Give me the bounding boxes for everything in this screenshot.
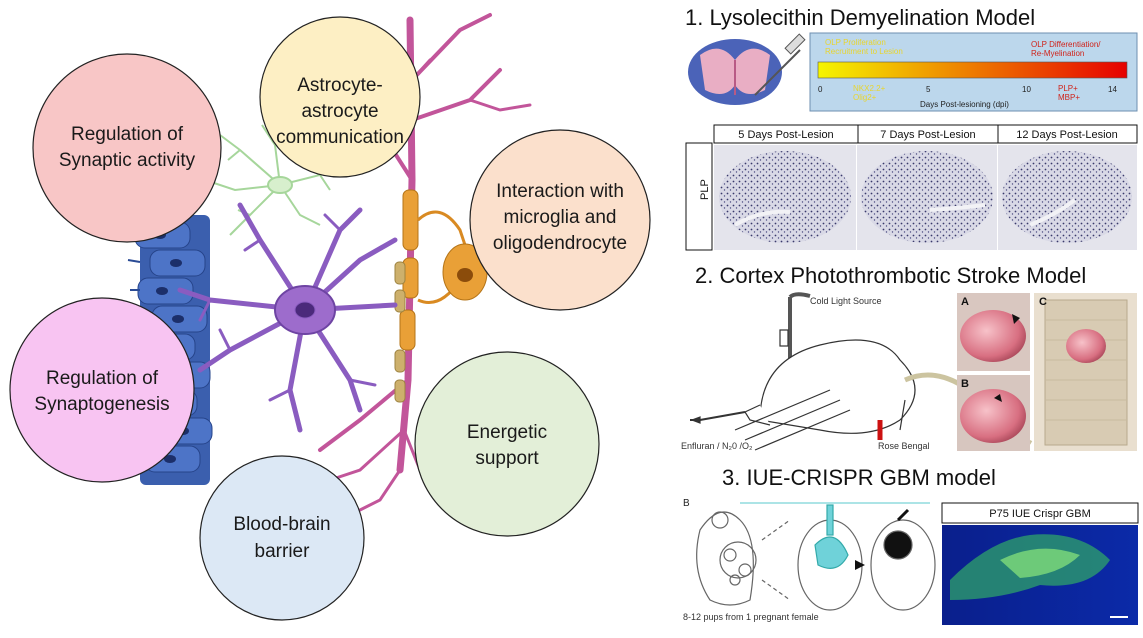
timeline-tick: 10 [1022,85,1031,94]
label-rose-bengal: Rose Bengal [878,441,930,451]
circle-synaptogenesis: Regulation of Synaptogenesis [9,297,195,483]
purple-astrocyte [177,202,398,433]
timeline-marker: NKX2.2+ [853,84,886,93]
row-label: PLP [699,179,711,200]
plp-image-grid: PLP 5 Days Post-Lesion 7 Days Post-Lesio… [685,124,1138,251]
circle-label: Astrocyte- [297,75,383,96]
circle-label: oligodendrocyte [493,233,627,254]
circle-label: Blood-brain [233,514,330,535]
timeline-left-top: Recruitment to Lesion [825,47,903,56]
timeline-marker: MBP+ [1058,93,1080,102]
spinal-cord-thumbnail [688,33,806,105]
gbm-image: P75 IUE Crispr GBM [941,502,1139,625]
section-title: 2. Cortex Photothrombotic Stroke Model [695,263,1086,288]
circle-label: barrier [255,541,311,562]
circle-microglia: Interaction with microglia and oligodend… [469,129,651,311]
section-title: 1. Lysolecithin Demyelination Model [685,5,1035,30]
timeline-gradient [817,61,1128,79]
timeline-box: OLP Proliferation Recruitment to Lesion … [809,32,1138,112]
circle-label: Energetic [467,422,547,443]
column-header: 7 Days Post-Lesion [880,129,975,141]
plp-section-image [719,151,851,243]
circle-astrocyte-communication: Astrocyte- astrocyte communication [259,16,421,178]
panel-letter: B [961,378,969,390]
circle-label: Regulation of [71,124,184,145]
panel-letter: B [683,498,690,509]
plp-section-image [861,151,993,243]
circle-label: Interaction with [496,181,624,202]
astrocyte-illustration: Regulation of Synaptic activity Astrocyt… [9,13,651,621]
circle-label: Synaptogenesis [34,394,169,415]
column-header: 5 Days Post-Lesion [738,129,833,141]
gbm-image-title: P75 IUE Crispr GBM [989,508,1090,520]
section-lysolecithin: 1. Lysolecithin Demyelination Model OLP … [685,5,1138,251]
circle-label: communication [276,127,404,148]
stroke-photos: A B C [957,293,1137,451]
section-photothrombotic: 2. Cortex Photothrombotic Stroke Model C… [681,263,1137,451]
iue-illustration: B [683,498,936,611]
circle-synaptic-activity: Regulation of Synaptic activity [32,53,222,243]
plp-section-image [1002,151,1132,243]
timeline-right-top: Re-Myelination [1031,49,1084,58]
section-iue-crispr: 3. IUE-CRISPR GBM model B 8-12 pups from… [683,465,1139,625]
circle-energetic-support: Energetic support [414,351,600,537]
circle-label: Synaptic activity [59,150,196,171]
timeline-tick: 5 [926,85,931,94]
label-gas: Enfluran / N₂0 /O₂ [681,441,753,451]
label-cold-light: Cold Light Source [810,296,882,306]
circle-blood-brain-barrier: Blood-brain barrier [199,455,365,621]
column-header: 12 Days Post-Lesion [1016,129,1118,141]
timeline-right-top: OLP Differentiation/ [1031,40,1101,49]
timeline-marker: Olig2+ [853,93,877,102]
panel-letter: A [961,296,969,308]
timeline-marker: PLP+ [1058,84,1078,93]
circle-label: microglia and [504,207,617,228]
iue-caption: 8-12 pups from 1 pregnant female [683,612,819,622]
circle-label: support [475,448,539,469]
circle-label: astrocyte [301,101,378,122]
oligodendrocyte [394,189,488,403]
timeline-axis-label: Days Post-lesioning (dpi) [920,100,1009,109]
panel-letter: C [1039,296,1047,308]
timeline-left-top: OLP Proliferation [825,38,886,47]
timeline-tick: 14 [1108,85,1117,94]
section-title: 3. IUE-CRISPR GBM model [722,465,996,490]
circle-label: Regulation of [46,368,159,389]
timeline-tick: 0 [818,85,823,94]
